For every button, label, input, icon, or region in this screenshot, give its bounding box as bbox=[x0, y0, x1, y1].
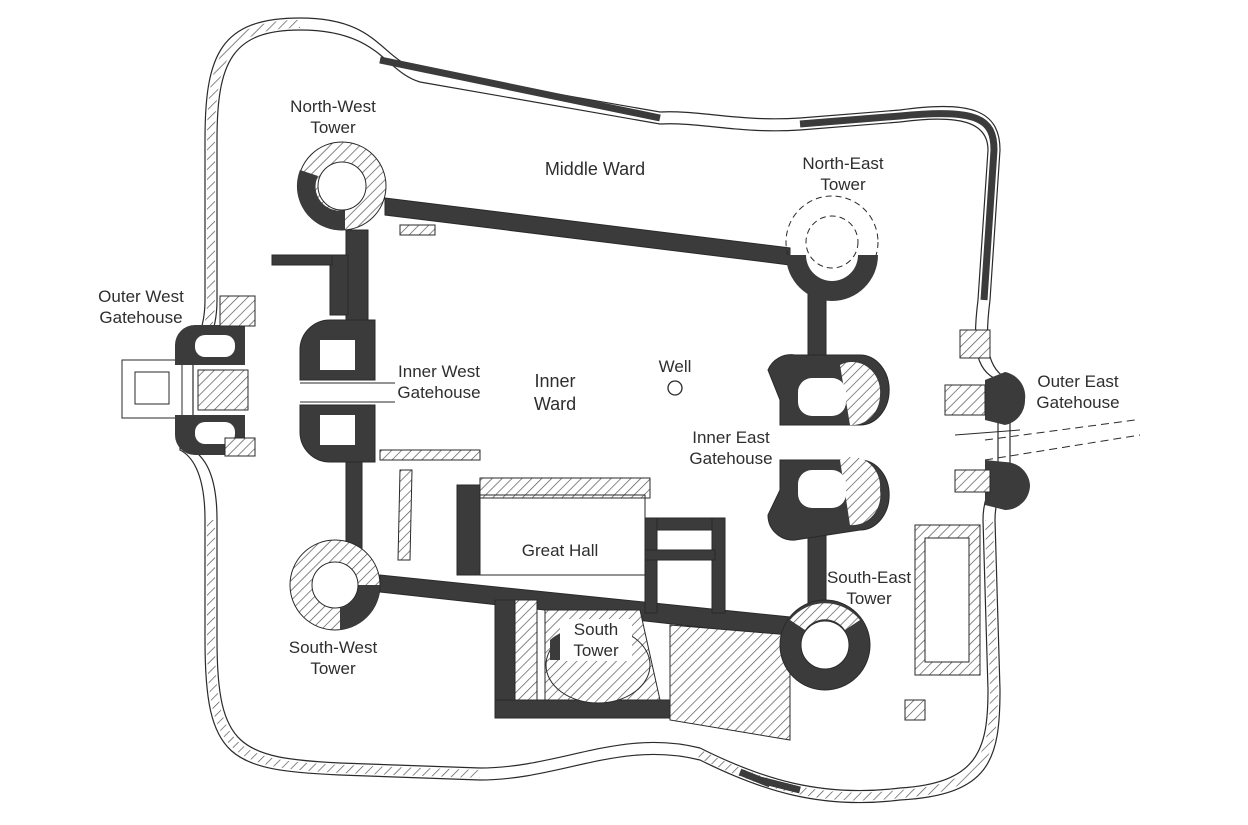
inner-ward-label-line1: Inner bbox=[534, 371, 576, 391]
south-east-tower-label-line1: South-East bbox=[826, 568, 912, 587]
south-east-tower-label: South-East Tower bbox=[813, 567, 925, 609]
south-tower-label-line1: South bbox=[573, 620, 619, 639]
outer-west-gatehouse-label-line1: Outer West bbox=[98, 287, 184, 306]
north-east-tower bbox=[785, 195, 879, 301]
north-west-tower-label: North-West Tower bbox=[270, 96, 396, 138]
north-east-tower-label-line1: North-East bbox=[802, 154, 884, 173]
outer-east-gatehouse bbox=[944, 329, 1141, 510]
outer-east-gatehouse-label-line1: Outer East bbox=[1037, 372, 1119, 391]
south-west-tower bbox=[289, 539, 381, 631]
well-symbol bbox=[667, 380, 683, 396]
outer-curtain-wall bbox=[179, 17, 1011, 804]
inner-ward-label: Inner Ward bbox=[515, 370, 595, 416]
south-tower-label: South Tower bbox=[560, 619, 632, 661]
inner-east-gatehouse-label: Inner East Gatehouse bbox=[673, 427, 789, 469]
well-label: Well bbox=[658, 357, 692, 376]
inner-west-gatehouse bbox=[299, 319, 395, 463]
middle-ward-label: Middle Ward bbox=[544, 159, 646, 179]
hatched-ruins bbox=[379, 224, 981, 741]
outer-east-gatehouse-label-line2: Gatehouse bbox=[1036, 393, 1120, 412]
south-east-tower bbox=[779, 599, 871, 691]
north-west-tower-label-line1: North-West bbox=[290, 97, 376, 116]
south-tower-label-line2: Tower bbox=[573, 641, 619, 660]
inner-west-gatehouse-label: Inner West Gatehouse bbox=[383, 361, 495, 403]
north-west-tower-label-line2: Tower bbox=[310, 118, 356, 137]
great-hall-label: Great Hall bbox=[521, 541, 599, 560]
south-west-tower-label-line2: Tower bbox=[310, 659, 356, 678]
inner-east-gatehouse-label-line1: Inner East bbox=[692, 428, 770, 447]
outer-west-gatehouse-label: Outer West Gatehouse bbox=[85, 286, 197, 328]
inner-ward-label-line2: Ward bbox=[533, 394, 577, 414]
inner-west-gatehouse-label-line2: Gatehouse bbox=[397, 383, 481, 402]
south-west-tower-label: South-West Tower bbox=[273, 637, 393, 679]
outer-west-gatehouse bbox=[121, 295, 256, 457]
north-east-tower-label-line2: Tower bbox=[820, 175, 866, 194]
inner-west-gatehouse-label-line1: Inner West bbox=[398, 362, 480, 381]
inner-east-gatehouse-label-line2: Gatehouse bbox=[689, 449, 773, 468]
great-hall-outline bbox=[479, 494, 646, 576]
staircase bbox=[514, 599, 538, 701]
south-west-tower-label-line1: South-West bbox=[288, 638, 378, 657]
inner-curtain-walls bbox=[271, 197, 827, 719]
outer-west-gatehouse-label-line2: Gatehouse bbox=[99, 308, 183, 327]
north-west-tower bbox=[296, 141, 387, 231]
inner-east-gatehouse bbox=[767, 354, 890, 541]
outer-east-gatehouse-label: Outer East Gatehouse bbox=[1022, 371, 1134, 413]
north-east-tower-label: North-East Tower bbox=[783, 153, 903, 195]
south-east-tower-label-line2: Tower bbox=[846, 589, 892, 608]
